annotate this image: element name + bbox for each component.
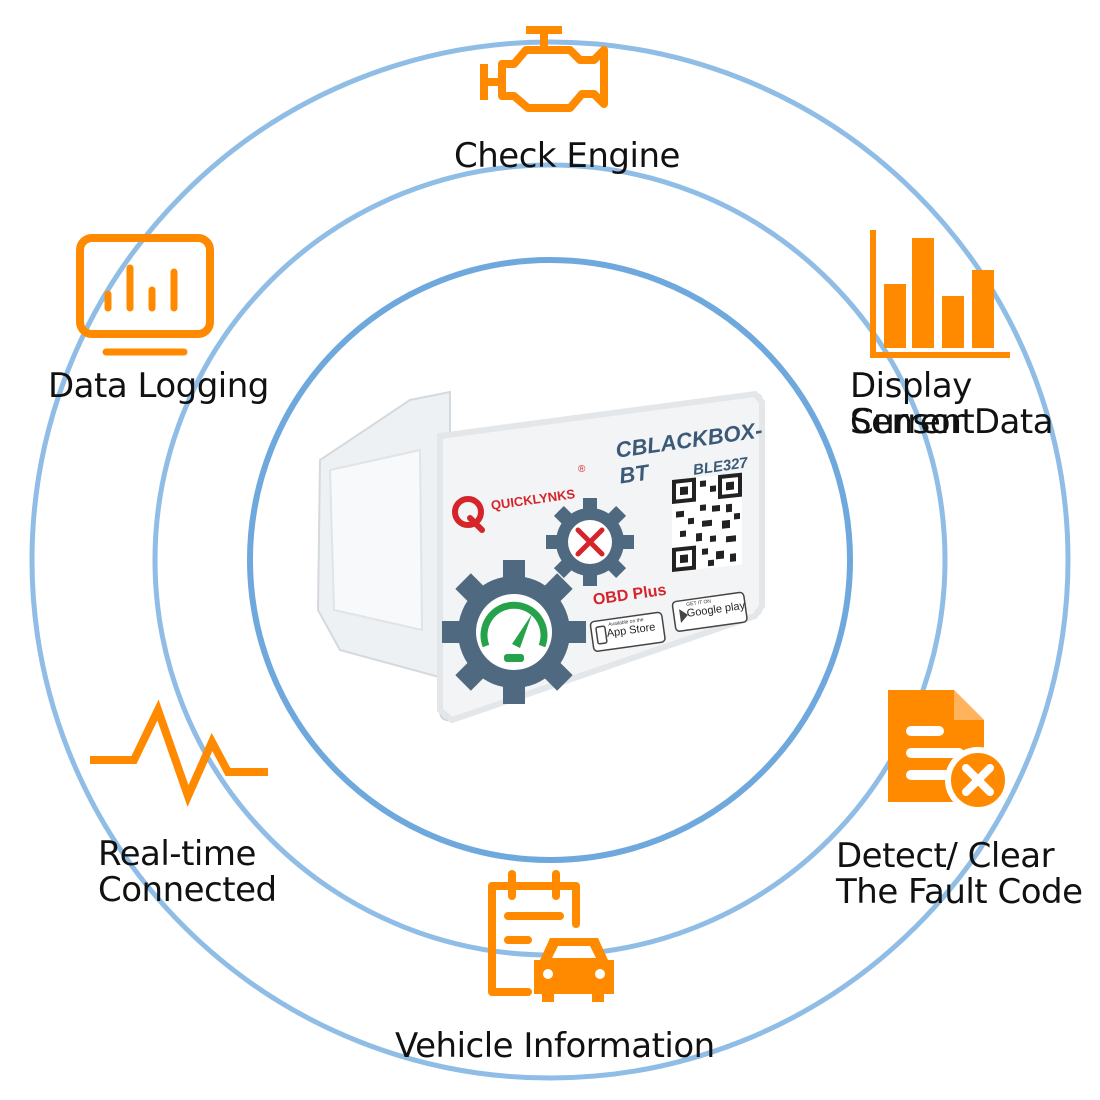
calendar-car-icon [488,870,614,1002]
gear-gauge-icon [442,560,586,704]
fault-code-label-line1: Detect/ Clear [836,836,1055,876]
fault-code-label-line2: The Fault Code [836,872,1083,912]
data-logging-label: Data Logging [48,366,269,406]
obd-device: QUICKLYNKS ® CBLACKBOX-BT BLE327 OBD Plu… [300,380,780,730]
obd-device-body [316,390,765,724]
bar-chart-icon [870,230,1010,358]
monitor-chart-icon [76,234,214,356]
engine-icon [480,26,608,112]
vehicle-info-label: Vehicle Information [395,1026,715,1066]
google-play-badge [671,591,748,632]
display-sensor-label-line1: Display Current [850,366,975,442]
device-registered-mark: ® [578,464,586,475]
check-engine-label: Check Engine [454,136,680,176]
display-sensor-label-line2: Sensor Data [850,402,1054,442]
realtime-label-line1: Real-time [98,834,256,874]
realtime-label-line2: Connected [98,870,277,910]
gear-tools-icon [546,498,634,586]
fault-document-icon [888,690,1011,813]
pulse-icon [90,700,268,807]
outer-ring [29,39,1071,1081]
app-store-badge [589,611,666,652]
brand-logo-icon [452,496,485,533]
qr-code-icon [672,472,742,572]
